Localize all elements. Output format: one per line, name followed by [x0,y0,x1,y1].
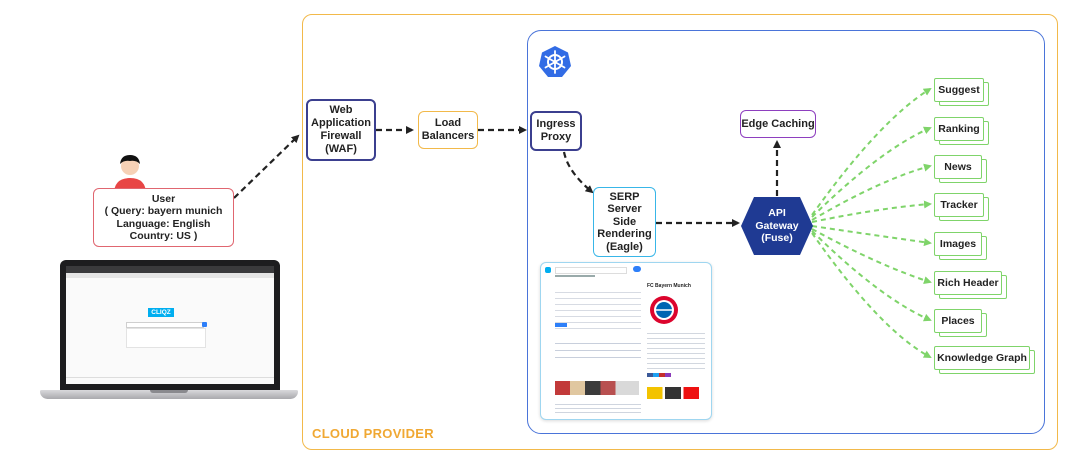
arrow-gateway-to-ranking [811,126,932,218]
service-label: Knowledge Graph [934,346,1030,370]
arrow-gateway-to-images [811,225,932,247]
arrow-gateway-to-places [811,230,932,322]
serp-preview: FC Bayern Munich [540,262,712,420]
arrow-gateway-to-suggest [811,87,932,216]
arrow-gateway-to-knowledge-graph [811,232,932,358]
service-label: Rich Header [934,271,1002,295]
laptop-search-button[interactable] [202,322,207,327]
arrow-gateway-to-news [811,163,932,221]
load-balancers-node: Load Balancers [418,111,478,149]
serp-rendering-node: SERP Server Side Rendering (Eagle) [593,187,656,257]
service-tracker: Tracker [934,193,990,223]
service-places: Places [934,309,988,339]
laptop-screen: CLIQZ [66,266,274,384]
serp-result-button [555,323,567,327]
browser-address-bar [66,273,274,278]
laptop-footer [66,377,274,378]
cloud-provider-label: CLOUD PROVIDER [312,426,434,441]
service-label: Suggest [934,78,984,102]
edge-caching-node: Edge Caching [740,110,816,138]
cliqz-logo: CLIQZ [148,308,174,317]
cloud-provider-region [302,14,1058,450]
serp-knowledge-facts [647,329,705,371]
service-label: Ranking [934,117,984,141]
browser-tab-bar [66,266,274,273]
kubernetes-cluster [527,30,1045,434]
service-label: Images [934,232,982,256]
user-avatar-icon [114,155,146,194]
user-query-box: User ( Query: bayern munich Language: En… [93,188,234,247]
serp-related-logos [647,387,699,399]
arrow-gateway-to-rich-header [811,228,932,284]
api-gateway-hexagon [741,197,813,255]
ingress-proxy-node: Ingress Proxy [530,111,582,151]
serp-result-list [555,287,641,333]
serp-bottom-results [555,401,641,413]
laptop-notch [150,390,188,393]
api-gateway-label: API Gateway (Fuse) [755,207,799,245]
laptop-suggestions [126,328,206,348]
serp-search-button [633,266,641,272]
serp-logo-icon [545,267,551,273]
service-ranking: Ranking [934,117,990,147]
serp-social-icons [647,373,671,377]
serp-search-field [555,267,627,274]
kubernetes-icon [539,46,571,77]
serp-news-list [555,337,641,359]
service-label: Tracker [934,193,984,217]
service-label: Places [934,309,982,333]
fc-bayern-logo-icon [650,296,678,324]
arrow-user-to-waf [233,134,300,199]
serp-tabs [555,275,595,277]
serp-image-strip [555,381,639,395]
laptop-base [40,390,298,399]
laptop: CLIQZ [40,260,298,408]
service-news: News [934,155,988,185]
arrow-ingress-to-serp [562,151,594,194]
serp-knowledge-title: FC Bayern Munich [647,283,691,289]
service-label: News [934,155,982,179]
service-suggest: Suggest [934,78,990,108]
service-images: Images [934,232,988,262]
waf-node: Web Application Firewall (WAF) [306,99,376,161]
service-rich-header: Rich Header [934,271,1008,301]
arrow-gateway-to-tracker [811,200,932,223]
service-knowledge-graph: Knowledge Graph [934,346,1036,376]
